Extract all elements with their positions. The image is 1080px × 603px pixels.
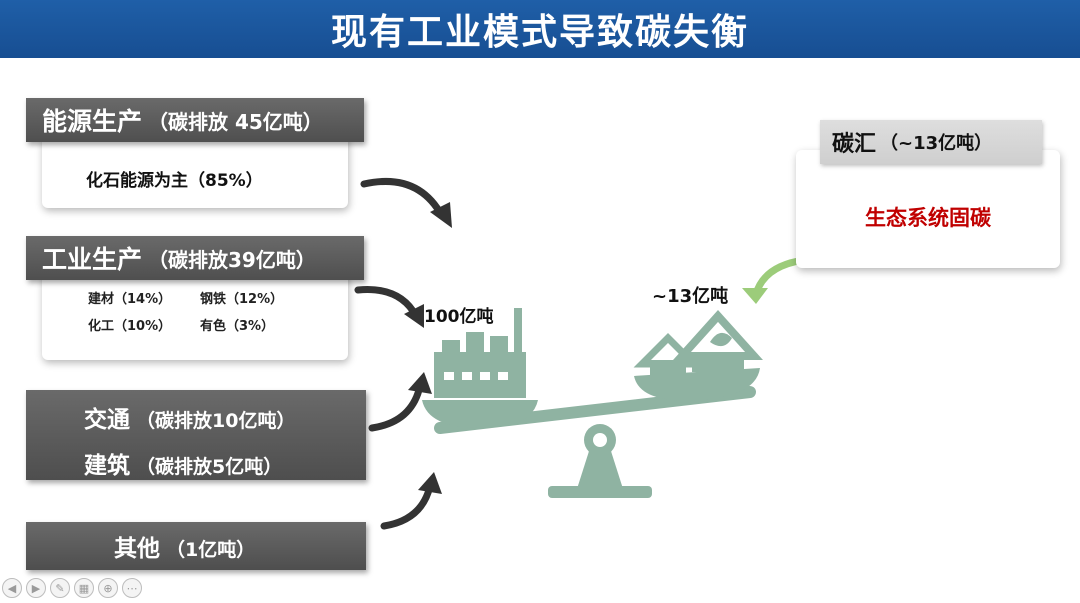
industry-label: 工业生产 (42, 245, 143, 274)
other-block: 其他 （1亿吨） (26, 522, 366, 570)
building-label: 建筑 (84, 453, 130, 479)
prev-icon[interactable]: ◀ (2, 578, 22, 598)
arrow-energy (360, 177, 452, 228)
factory-icon (434, 308, 526, 398)
scale-left-label: 100亿吨 (424, 307, 494, 327)
sink-amount: （~13亿吨） (880, 133, 993, 154)
energy-header: 能源生产 （碳排放 45亿吨） (26, 98, 364, 142)
industry-item: 钢铁（12%） (200, 292, 284, 307)
industry-emission: （碳排放39亿吨） (148, 247, 316, 272)
play-icon[interactable]: ▶ (26, 578, 46, 598)
page-title: 现有工业模式导致碳失衡 (330, 12, 749, 53)
sink-detail: 生态系统固碳 (865, 206, 991, 230)
industry-item: 有色（3%） (200, 319, 275, 334)
energy-detail: 化石能源为主（85%） (86, 171, 263, 191)
arrow-industry (354, 286, 424, 328)
arrow-transport (368, 372, 432, 432)
balance-scale-icon (422, 308, 763, 498)
more-icon[interactable]: ⋯ (122, 578, 142, 598)
other-emission: （1亿吨） (166, 539, 256, 561)
transport-building-block: 交通 （碳排放10亿吨） 建筑 （碳排放5亿吨） (26, 390, 366, 480)
zoom-icon[interactable]: ⊕ (98, 578, 118, 598)
arrow-other (380, 472, 442, 530)
energy-label: 能源生产 (42, 107, 143, 136)
other-label: 其他 (114, 536, 160, 562)
pen-icon[interactable]: ✎ (50, 578, 70, 598)
industry-header: 工业生产 （碳排放39亿吨） (26, 236, 364, 280)
sink-header: 碳汇 （~13亿吨） (820, 120, 1042, 164)
other-row: 其他 （1亿吨） (114, 529, 255, 563)
transport-row: 交通 （碳排放10亿吨） (84, 400, 366, 434)
energy-emission: （碳排放 45亿吨） (148, 109, 323, 134)
building-row: 建筑 （碳排放5亿吨） (84, 446, 366, 480)
green-houses-icon (633, 310, 763, 376)
presentation-toolbar: ◀ ▶ ✎ ▦ ⊕ ⋯ (0, 578, 142, 602)
energy-card: 化石能源为主（85%） (42, 132, 348, 208)
grid-icon[interactable]: ▦ (74, 578, 94, 598)
scale-right-label: ~13亿吨 (652, 286, 729, 307)
industry-card: 建材（14%） 钢铁（12%） 化工（10%） 有色（3%） (42, 268, 348, 360)
transport-emission: （碳排放10亿吨） (136, 410, 296, 432)
industry-item: 化工（10%） (88, 319, 172, 334)
transport-label: 交通 (84, 407, 130, 433)
sink-card: 生态系统固碳 (796, 150, 1060, 268)
industry-item: 建材（14%） (88, 292, 172, 307)
sink-label: 碳汇 (832, 132, 877, 157)
title-bar: 现有工业模式导致碳失衡 (0, 0, 1080, 58)
building-emission: （碳排放5亿吨） (136, 456, 283, 478)
